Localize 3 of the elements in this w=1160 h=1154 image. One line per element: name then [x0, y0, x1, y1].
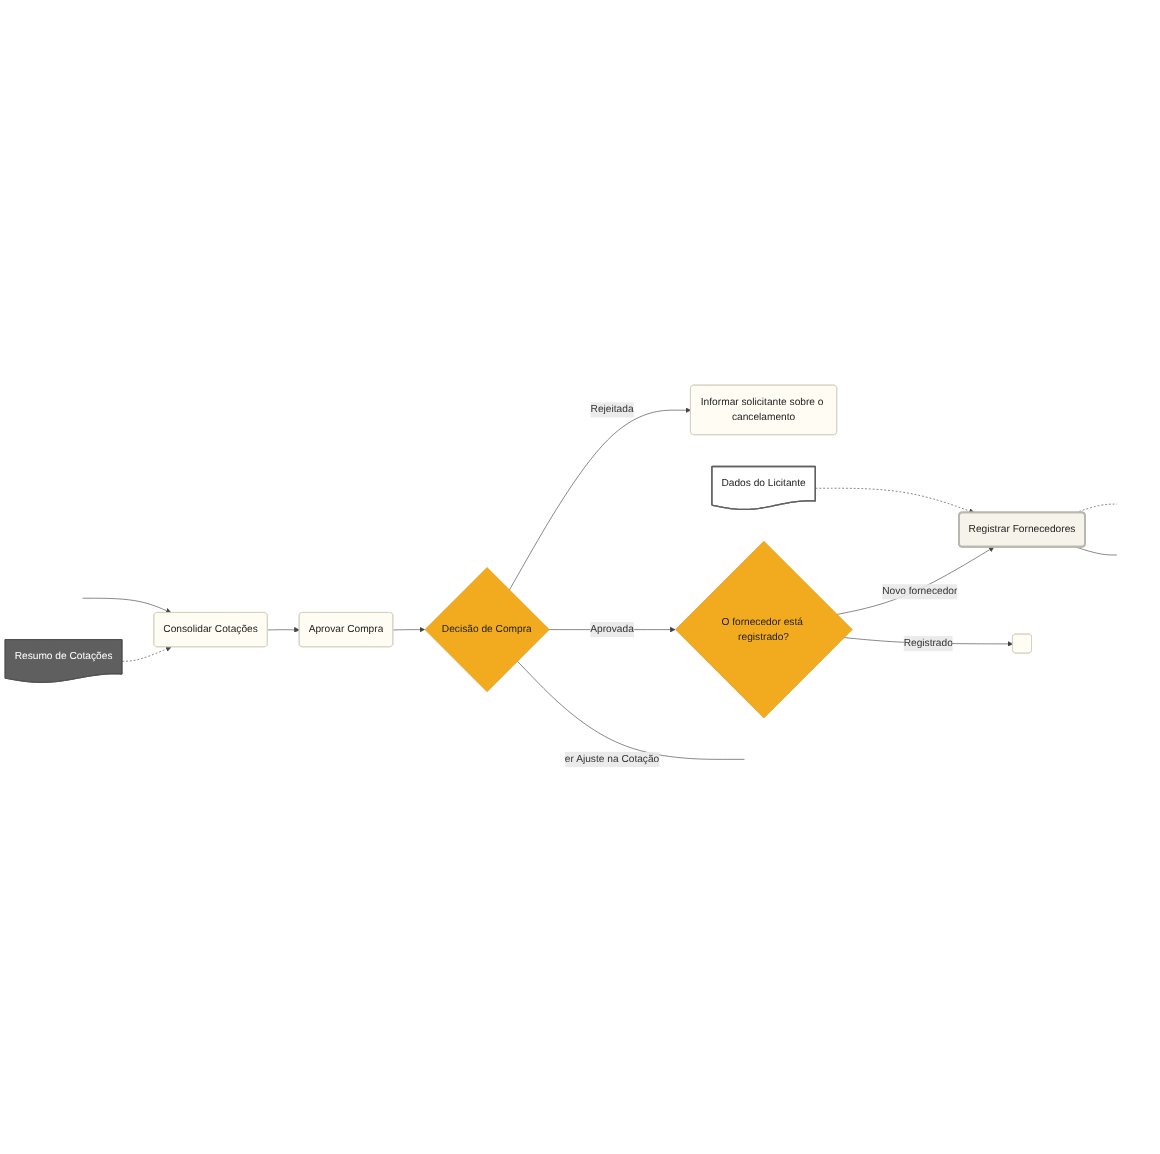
- connector: [517, 660, 745, 760]
- connector: [1075, 503, 1118, 513]
- connector: [1075, 546, 1118, 556]
